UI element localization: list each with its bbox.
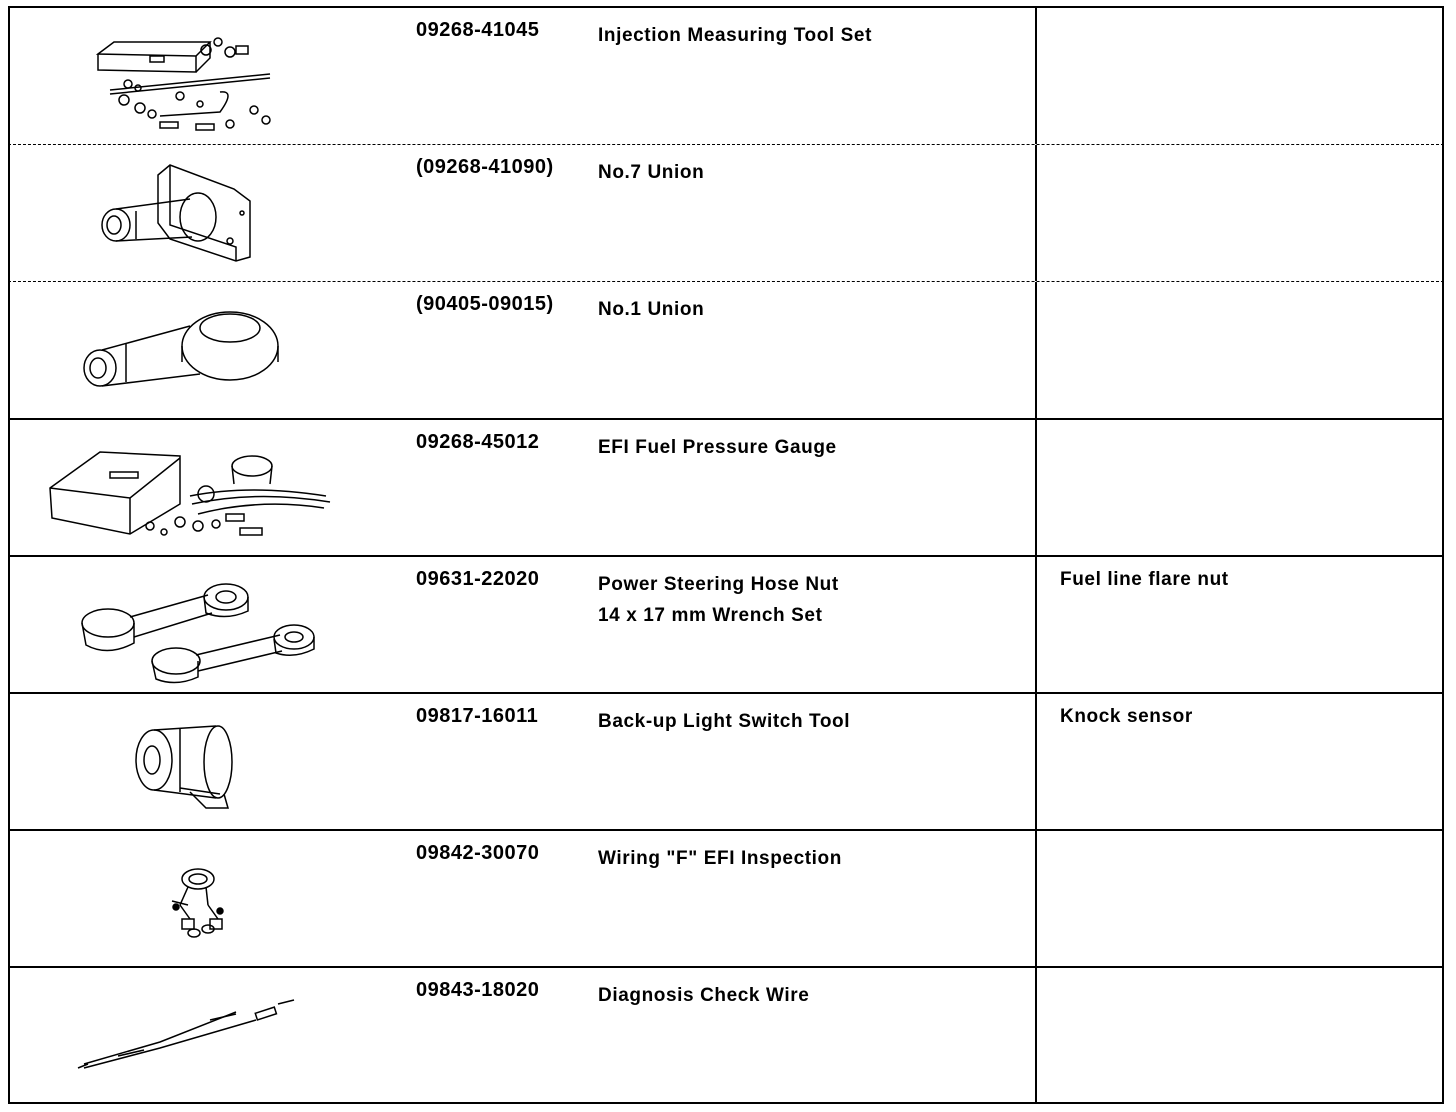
tool-name-line-1: Power Steering Hose Nut — [598, 574, 839, 595]
check-wire-illustration — [30, 972, 390, 1100]
column-divider — [1035, 8, 1037, 144]
tool-name: EFI Fuel Pressure Gauge — [598, 437, 837, 458]
table-row: 09268-41045 Injection Measuring Tool Set — [8, 6, 1444, 144]
column-divider — [1035, 282, 1037, 418]
table-row: (09268-41090) No.7 Union — [8, 144, 1444, 281]
tool-name: No.7 Union — [598, 162, 705, 183]
part-number: 09843-18020 — [416, 979, 540, 1001]
part-number: (90405-09015) — [416, 293, 554, 315]
tool-name: Power Steering Hose Nut 14 x 17 mm Wrench… — [598, 569, 839, 631]
column-divider — [1035, 420, 1037, 555]
table-row: 09268-45012 EFI Fuel Pressure Gauge — [8, 418, 1444, 555]
tool-name: Diagnosis Check Wire — [598, 985, 810, 1006]
table-row: (90405-09015) No.1 Union — [8, 281, 1444, 418]
column-divider — [1035, 557, 1037, 692]
tool-name: Injection Measuring Tool Set — [598, 25, 873, 46]
tool-name: Wiring "F" EFI Inspection — [598, 848, 842, 869]
column-divider — [1035, 831, 1037, 966]
table-row: 09817-16011 Back-up Light Switch Tool Kn… — [8, 692, 1444, 829]
tool-name: No.1 Union — [598, 299, 705, 320]
wiring-harness-illustration — [30, 835, 390, 963]
union-flange-illustration — [30, 149, 390, 277]
part-number: 09817-16011 — [416, 705, 539, 727]
table-row: 09842-30070 Wiring "F" EFI Inspection — [8, 829, 1444, 966]
part-number: 09631-22020 — [416, 568, 540, 590]
tool-set-case-illustration — [30, 12, 390, 140]
tool-usage: Knock sensor — [1060, 706, 1193, 727]
part-number: 09842-30070 — [416, 842, 540, 864]
banjo-union-illustration — [30, 286, 390, 414]
special-service-tools-table: 09268-41045 Injection Measuring Tool Set… — [8, 6, 1444, 1104]
part-number: 09268-41045 — [416, 19, 540, 41]
tool-name-line-2: 14 x 17 mm Wrench Set — [598, 605, 823, 626]
flare-nut-wrench-illustration — [30, 561, 390, 689]
column-divider — [1035, 968, 1037, 1102]
part-number: (09268-41090) — [416, 156, 554, 178]
pressure-gauge-kit-illustration — [30, 424, 390, 552]
socket-tool-illustration — [30, 698, 390, 826]
tool-usage: Fuel line flare nut — [1060, 569, 1229, 590]
column-divider — [1035, 694, 1037, 829]
table-row: 09631-22020 Power Steering Hose Nut 14 x … — [8, 555, 1444, 692]
column-divider — [1035, 145, 1037, 281]
tool-name: Back-up Light Switch Tool — [598, 711, 851, 732]
part-number: 09268-45012 — [416, 431, 540, 453]
table-row: 09843-18020 Diagnosis Check Wire — [8, 966, 1444, 1104]
